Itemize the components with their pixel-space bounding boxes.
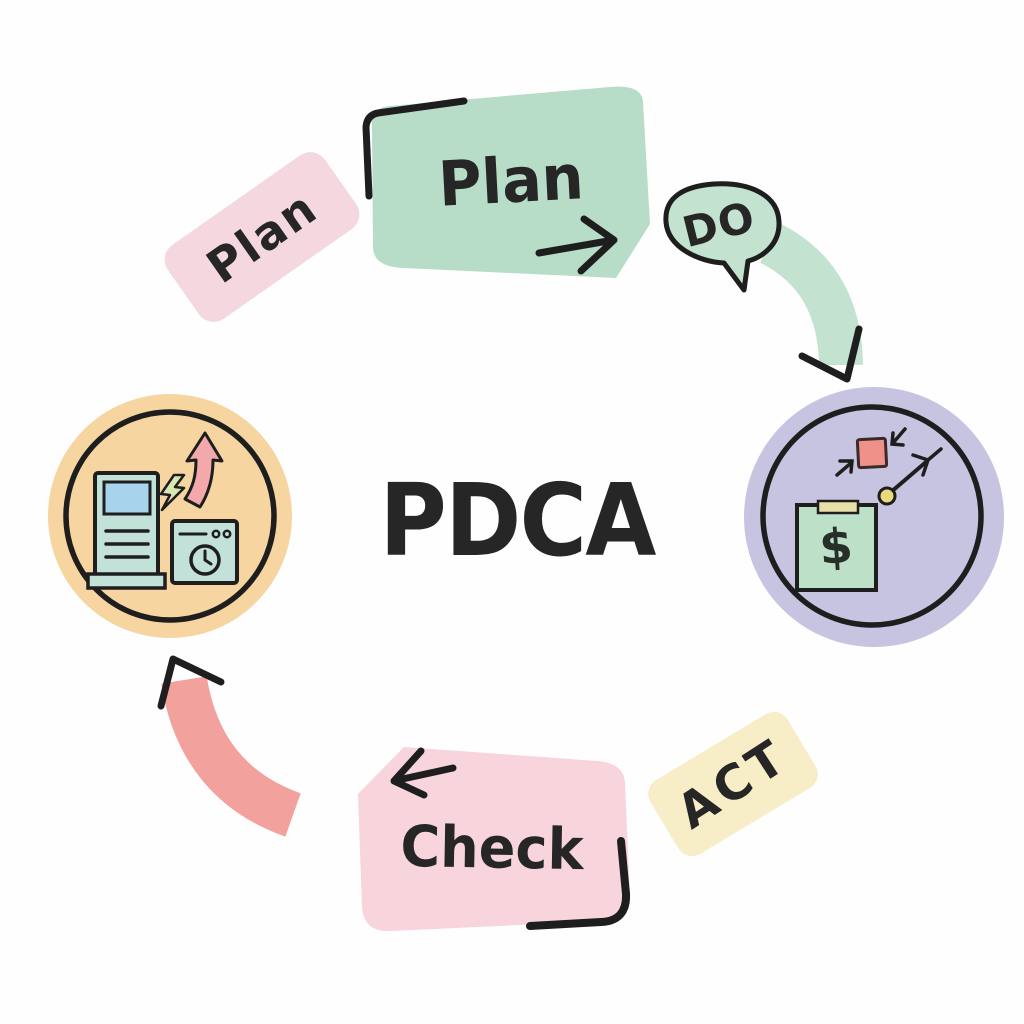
growth-arrow-icon <box>183 431 224 509</box>
check-box-label: Check <box>399 813 585 884</box>
do-arrow-head <box>798 325 863 383</box>
dollar-symbol: $ <box>817 518 854 576</box>
check-return-arrow-head <box>157 655 225 710</box>
progress-arrow-icon <box>877 447 943 506</box>
plan-tag-shape <box>164 152 360 322</box>
shrink-square-icon <box>835 427 907 477</box>
plan-box-accent-stroke <box>362 97 468 200</box>
check-return-arrow-curve <box>161 675 302 837</box>
server-kiosk-icon <box>86 471 167 590</box>
act-tag <box>648 711 818 857</box>
clipboard-clip <box>816 499 860 515</box>
plan-box-shape <box>371 86 650 278</box>
do-arrow-curve <box>759 223 863 366</box>
check-box <box>358 747 631 932</box>
act-stage-circle <box>48 394 292 638</box>
lightning-bolt-icon <box>159 473 186 512</box>
act-stage-circle-fill <box>48 394 292 638</box>
check-box-arrow-icon <box>390 747 457 799</box>
pdca-center-label: PDCA <box>379 462 656 579</box>
plan-box <box>362 86 650 278</box>
act-stage-circle-ring <box>63 409 277 623</box>
clock-window-icon <box>170 519 239 585</box>
do-stage-circle-ring <box>760 404 984 628</box>
do-stage-circle: $ <box>744 387 1004 647</box>
plan-box-label: Plan <box>436 140 586 221</box>
plan-box-arrow-icon <box>535 215 618 275</box>
clipboard-dollar-icon: $ <box>795 499 878 592</box>
do-bubble-shape <box>663 181 782 293</box>
check-box-accent-stroke <box>526 837 631 930</box>
plan-tag <box>164 152 360 322</box>
act-tag-shape <box>648 711 818 857</box>
